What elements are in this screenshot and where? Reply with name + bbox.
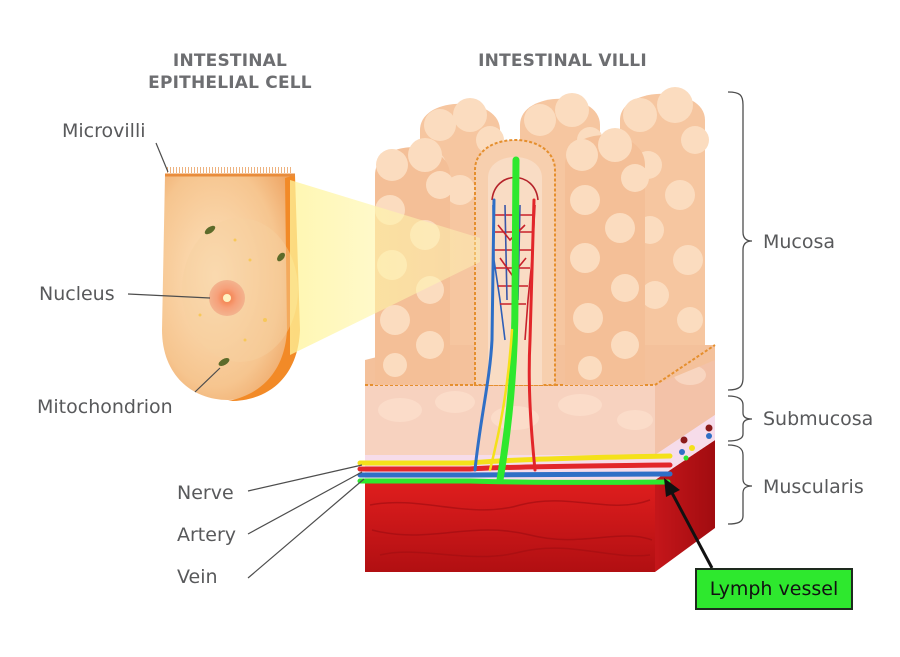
villi-heading: INTESTINAL VILLI: [478, 51, 647, 71]
label-mitochondrion: Mitochondrion: [37, 396, 173, 418]
lymph-vessel-label: Lymph vessel: [695, 568, 853, 610]
label-vein: Vein: [177, 566, 218, 588]
layer-brackets: [727, 91, 753, 525]
vessels: [357, 156, 673, 485]
label-microvilli: Microvilli: [62, 120, 146, 142]
cell-heading: INTESTINAL EPITHELIAL CELL: [148, 51, 312, 93]
leader-lines: [127, 142, 365, 579]
lymph-arrow: [664, 478, 714, 569]
label-muscularis: Muscularis: [763, 476, 864, 498]
label-nucleus: Nucleus: [39, 283, 115, 305]
label-submucosa: Submucosa: [763, 408, 874, 430]
label-artery: Artery: [177, 524, 237, 546]
label-nerve: Nerve: [177, 482, 234, 504]
epithelial-cell: [162, 167, 300, 402]
label-mucosa: Mucosa: [763, 231, 836, 253]
zoom-beam: [290, 180, 480, 355]
